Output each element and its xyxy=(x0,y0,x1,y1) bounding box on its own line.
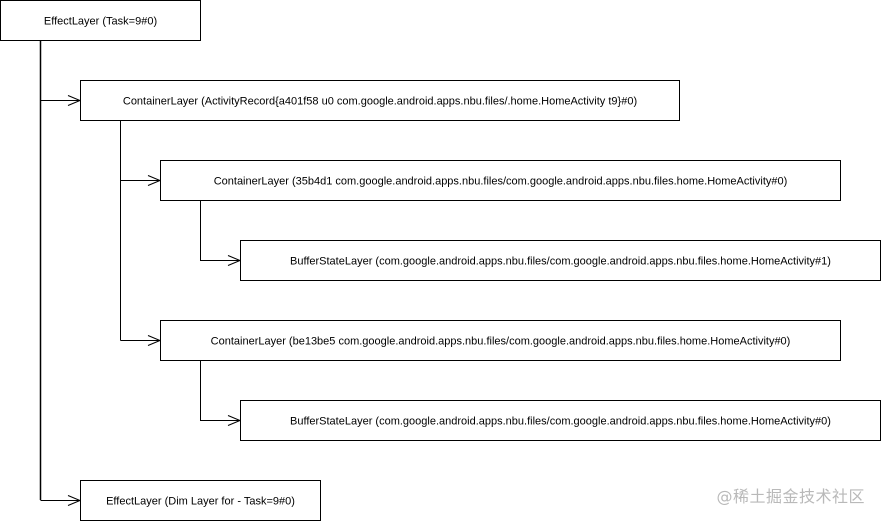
node-dim-layer-label: EffectLayer (Dim Layer for - Task=9#0) xyxy=(106,496,295,508)
arrow-container-be13be5-to-buffer-0 xyxy=(200,360,241,421)
node-container-35b4d1: ContainerLayer (35b4d1 com.google.androi… xyxy=(160,160,841,201)
watermark: @稀土掘金技术社区 xyxy=(716,487,865,506)
node-container-35b4d1-label: ContainerLayer (35b4d1 com.google.androi… xyxy=(214,176,788,188)
connectors xyxy=(39,40,241,501)
node-buffer-state-1-label: BufferStateLayer (com.google.android.app… xyxy=(290,256,831,268)
arrow-container-35b4d1-to-buffer-1 xyxy=(200,200,241,261)
node-activity-container-label: ContainerLayer (ActivityRecord{a401f58 u… xyxy=(123,96,637,108)
node-container-be13be5-label: ContainerLayer (be13be5 com.google.andro… xyxy=(211,336,791,348)
node-buffer-state-0: BufferStateLayer (com.google.android.app… xyxy=(240,400,881,441)
node-dim-layer: EffectLayer (Dim Layer for - Task=9#0) xyxy=(80,480,321,521)
node-activity-container: ContainerLayer (ActivityRecord{a401f58 u… xyxy=(80,80,680,121)
node-container-be13be5: ContainerLayer (be13be5 com.google.andro… xyxy=(160,320,841,361)
node-buffer-state-1: BufferStateLayer (com.google.android.app… xyxy=(240,240,881,281)
node-root-label: EffectLayer (Task=9#0) xyxy=(44,16,157,28)
node-root: EffectLayer (Task=9#0) xyxy=(0,0,201,41)
node-buffer-state-0-label: BufferStateLayer (com.google.android.app… xyxy=(290,416,831,428)
